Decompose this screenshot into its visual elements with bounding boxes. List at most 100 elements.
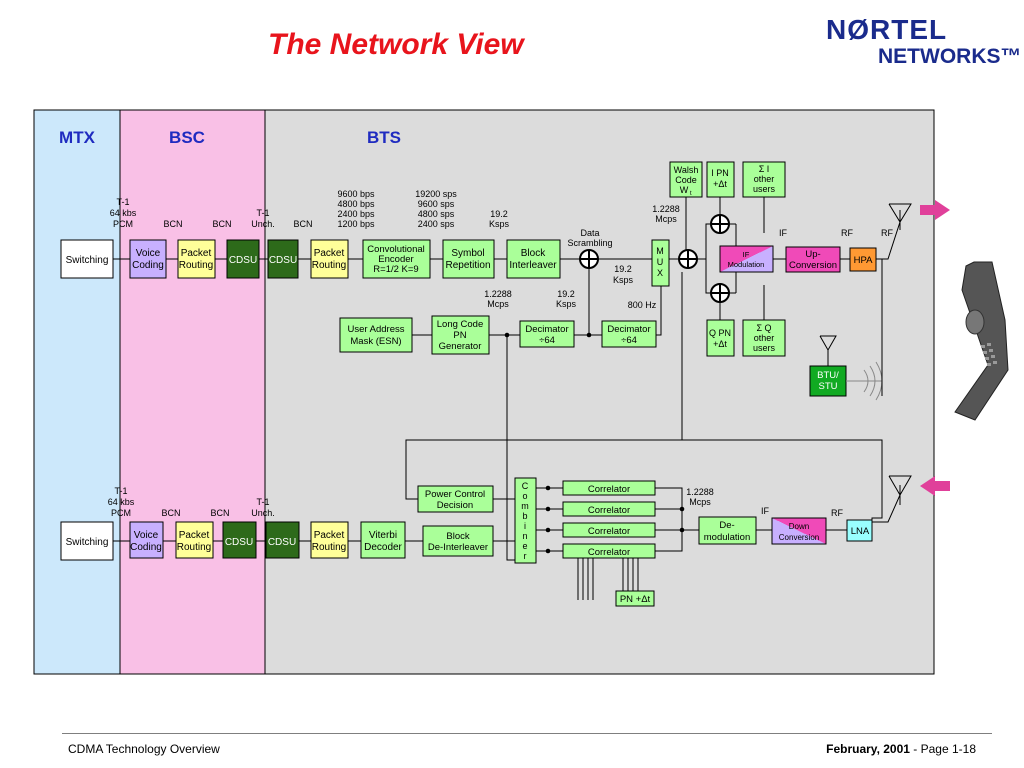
svg-text:other: other — [754, 333, 775, 343]
svg-text:Correlator: Correlator — [588, 505, 630, 516]
svg-text:Symbol: Symbol — [451, 248, 484, 259]
svg-text:64 kbs: 64 kbs — [108, 497, 135, 507]
footer-left-text: CDMA Technology Overview — [68, 742, 220, 756]
lna-block — [846, 519, 873, 542]
tx-switching-label: Switching — [66, 255, 109, 266]
svg-text:T-1: T-1 — [256, 497, 269, 507]
svg-text:Correlator: Correlator — [588, 526, 630, 537]
down-conversion-block — [771, 517, 827, 545]
svg-text:Mask (ESN): Mask (ESN) — [350, 336, 401, 347]
svg-text:Coding: Coding — [132, 260, 164, 271]
svg-text:1.2288: 1.2288 — [652, 204, 680, 214]
svg-text:T-1: T-1 — [114, 486, 127, 496]
rx-pn-dt-block — [615, 590, 655, 607]
svg-text:9600 sps: 9600 sps — [418, 199, 455, 209]
svg-text:CDSU: CDSU — [268, 537, 296, 548]
q-pn-block — [706, 319, 735, 357]
nortel-logo: NØRTEL NETWORKS™ — [826, 14, 1022, 74]
footer-date: February, 2001 — [826, 742, 910, 756]
svg-text:CDSU: CDSU — [229, 255, 257, 266]
correlator-1-block — [562, 480, 656, 496]
svg-text:RF: RF — [841, 228, 853, 238]
svg-text:Ksps: Ksps — [613, 275, 634, 285]
svg-text:Routing: Routing — [179, 260, 213, 271]
svg-text:De-: De- — [719, 520, 734, 531]
svg-text:Scrambling: Scrambling — [567, 238, 612, 248]
svg-text:Code: Code — [675, 175, 697, 185]
svg-text:Voice: Voice — [136, 248, 161, 259]
svg-text:other: other — [754, 174, 775, 184]
svg-text:Decimator: Decimator — [525, 324, 568, 335]
svg-text:Mcps: Mcps — [655, 214, 677, 224]
svg-text:IF: IF — [761, 506, 770, 516]
svg-text:Viterbi: Viterbi — [369, 530, 397, 541]
svg-text:Generator: Generator — [439, 341, 482, 352]
svg-text:Down: Down — [789, 522, 809, 531]
hpa-block — [849, 247, 877, 272]
svg-text:Unch.: Unch. — [251, 508, 275, 518]
tx-conv-encoder-block — [362, 239, 431, 279]
bsc-label: BSC — [169, 128, 205, 147]
svg-text:Conversion: Conversion — [779, 533, 819, 542]
svg-text:Packet: Packet — [314, 530, 345, 541]
svg-text:PCM: PCM — [113, 219, 133, 229]
svg-text:RF: RF — [831, 508, 843, 518]
tx-arrow-icon — [920, 200, 950, 220]
logo-line2: NETWORKS™ — [878, 45, 1022, 68]
svg-text:Block: Block — [521, 248, 546, 259]
svg-text:De-Interleaver: De-Interleaver — [428, 542, 488, 553]
svg-text:Modulation: Modulation — [728, 260, 765, 269]
svg-text:Walsh: Walsh — [674, 165, 699, 175]
page-title: The Network View — [268, 28, 524, 61]
combiner-block — [514, 477, 537, 564]
svg-text:Data: Data — [580, 228, 599, 238]
svg-text:Decoder: Decoder — [364, 542, 402, 553]
logo-line1: NØRTEL — [826, 14, 948, 45]
svg-text:Correlator: Correlator — [588, 484, 630, 495]
power-control-decision-block — [417, 485, 494, 513]
xor-symbols — [579, 214, 730, 303]
svg-text:b: b — [522, 511, 527, 521]
bts-label: BTS — [367, 128, 401, 147]
svg-text:IF: IF — [779, 228, 788, 238]
decimator-1-block — [519, 320, 575, 348]
tx-packet-routing-2-block — [310, 239, 349, 279]
svg-text:64 kbs: 64 kbs — [110, 208, 137, 218]
walsh-code-block — [669, 161, 703, 198]
rx-cdsu-2-block — [265, 521, 300, 559]
svg-text:Encoder: Encoder — [378, 254, 413, 265]
svg-text:t: t — [690, 191, 692, 197]
svg-text:PN +Δt: PN +Δt — [620, 594, 651, 605]
svg-text:÷64: ÷64 — [539, 335, 555, 346]
svg-text:÷64: ÷64 — [621, 335, 637, 346]
svg-text:19.2: 19.2 — [614, 264, 632, 274]
svg-text:BCN: BCN — [212, 219, 231, 229]
svg-text:e: e — [522, 541, 527, 551]
svg-text:Power Control: Power Control — [425, 489, 485, 500]
tx-mux-block — [651, 239, 670, 287]
svg-text:CDSU: CDSU — [225, 537, 253, 548]
svg-text:Switching: Switching — [66, 537, 109, 548]
svg-text:1.2288: 1.2288 — [484, 289, 512, 299]
svg-text:users: users — [753, 343, 776, 353]
mtx-label: MTX — [59, 128, 96, 147]
svg-text:Voice: Voice — [134, 530, 159, 541]
svg-text:BCN: BCN — [210, 508, 229, 518]
svg-text:CDSU: CDSU — [269, 255, 297, 266]
svg-text:Decimator: Decimator — [607, 324, 650, 335]
svg-text:users: users — [753, 184, 776, 194]
svg-text:X: X — [657, 268, 663, 278]
svg-text:LNA: LNA — [851, 526, 870, 537]
block-deinterleaver-block — [422, 525, 494, 557]
svg-text:800 Hz: 800 Hz — [628, 300, 657, 310]
svg-text:o: o — [522, 491, 527, 501]
tx-voice-coding-block — [129, 239, 167, 279]
svg-text:STU: STU — [819, 381, 838, 392]
rx-packet-routing-1-block — [175, 521, 214, 559]
svg-text:C: C — [522, 481, 529, 491]
rx-packet-routing-2-block — [310, 521, 349, 559]
svg-text:19200 sps: 19200 sps — [415, 189, 457, 199]
decimator-2-block — [601, 320, 657, 348]
demodulation-block — [698, 516, 757, 545]
svg-text:r: r — [524, 551, 527, 561]
